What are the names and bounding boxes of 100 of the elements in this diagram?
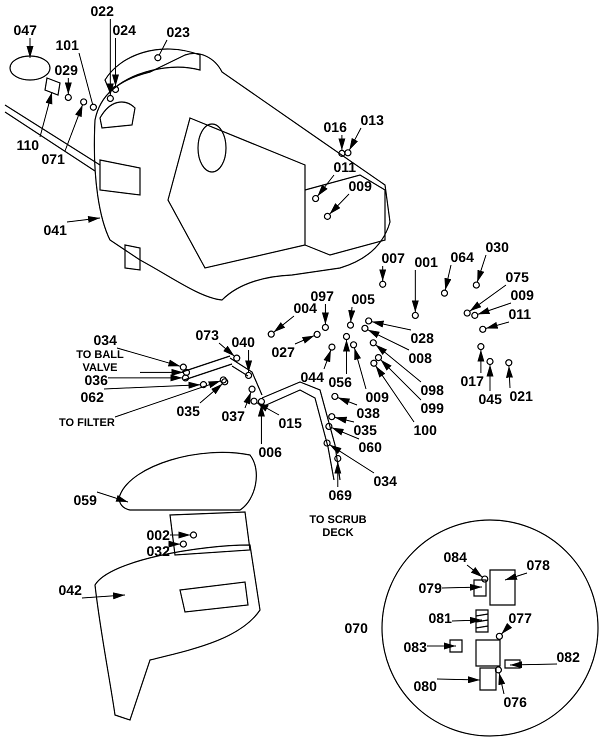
small-part-drawing <box>90 104 97 111</box>
leader-line <box>82 592 126 600</box>
callout-number: 100 <box>414 422 437 438</box>
leader-line <box>466 564 483 578</box>
callout-number: 041 <box>44 222 67 238</box>
callout-number: 029 <box>54 62 78 78</box>
small-part-drawing <box>221 378 228 386</box>
leader-line <box>170 532 191 538</box>
leader-line <box>245 350 252 373</box>
small-part-drawing <box>328 413 336 420</box>
leader-line <box>348 128 362 151</box>
callout-number: 017 <box>460 373 484 389</box>
small-part-drawing <box>494 666 502 674</box>
callout-number: 044 <box>300 369 324 385</box>
callout-number: 032 <box>146 543 170 559</box>
small-part-drawing <box>365 317 372 325</box>
leader-line <box>442 584 482 591</box>
leader-line <box>64 104 84 152</box>
leader-line <box>26 38 34 58</box>
leader-line <box>66 216 100 223</box>
small-part-drawing <box>248 386 256 393</box>
callout-number: 071 <box>42 151 65 167</box>
callout-number: 070 <box>344 620 368 636</box>
leader-line <box>476 254 486 283</box>
small-part-drawing <box>334 454 342 462</box>
small-part-drawing <box>342 332 350 340</box>
callout-number: 024 <box>112 22 136 38</box>
leader-line <box>168 540 181 548</box>
callout-number: 015 <box>278 415 302 431</box>
small-part-drawing <box>486 358 494 366</box>
leader-line <box>338 134 346 151</box>
bracket-drawing <box>504 659 521 669</box>
leader-line <box>78 52 94 105</box>
small-part-drawing <box>477 343 484 350</box>
small-part-drawing <box>361 324 369 332</box>
leader-line <box>329 194 350 215</box>
leader-line <box>334 416 354 424</box>
callout-number: 035 <box>176 403 200 419</box>
leader-line <box>158 40 168 56</box>
callout-number: 022 <box>90 3 114 19</box>
leader-line <box>322 304 329 325</box>
small-part-drawing <box>350 341 358 348</box>
small-part-drawing <box>472 281 480 289</box>
callout-number: 016 <box>324 119 347 135</box>
leader-line <box>112 38 119 87</box>
leader-line <box>380 359 422 400</box>
small-part-drawing <box>244 372 252 380</box>
leader-line <box>477 302 512 315</box>
callout-number: 009 <box>348 178 372 194</box>
callout-number: 037 <box>222 408 245 424</box>
callout-number: 005 <box>352 291 375 307</box>
callout-number: 075 <box>506 269 529 285</box>
leader-line <box>334 461 342 488</box>
leader-line <box>486 364 494 392</box>
leader-line <box>485 322 510 329</box>
callout-number: 047 <box>14 22 37 38</box>
small-part-drawing <box>412 312 419 320</box>
small-part-drawing <box>314 330 321 338</box>
callout-number: 007 <box>382 250 405 266</box>
callout-number: 038 <box>356 405 380 421</box>
bracket-drawing <box>449 639 463 653</box>
callout-number: 060 <box>358 439 382 455</box>
small-part-drawing <box>344 149 352 156</box>
callout-number: 002 <box>146 527 170 543</box>
leader-line <box>510 661 558 668</box>
callout-number: 081 <box>428 610 452 626</box>
callout-number: 009 <box>366 389 389 405</box>
callout-number: 056 <box>328 374 352 390</box>
leader-line <box>375 365 414 422</box>
small-part-drawing <box>440 290 448 297</box>
leader-line <box>273 316 294 333</box>
leader-line <box>500 622 512 635</box>
callout-number: 110 <box>16 137 40 153</box>
small-part-drawing <box>328 343 336 351</box>
small-part-drawing <box>80 98 88 106</box>
small-part-drawing <box>325 422 332 430</box>
leader-line <box>140 368 184 376</box>
callout-number: 011 <box>508 306 532 322</box>
small-part-drawing <box>182 368 190 376</box>
callout-number: 028 <box>410 330 434 346</box>
flow-note: TO FILTER <box>59 416 115 430</box>
small-part-drawing <box>464 309 471 317</box>
callout-number: 080 <box>414 678 437 694</box>
leader-line <box>317 174 334 197</box>
small-part-drawing <box>180 540 187 548</box>
callout-number: 077 <box>508 610 532 626</box>
leader-line <box>258 404 265 444</box>
shroud-drawing <box>94 544 261 721</box>
callout-number: 099 <box>420 400 444 416</box>
callout-number: 027 <box>272 344 295 360</box>
small-part-drawing <box>374 354 382 362</box>
leader-line <box>477 349 484 374</box>
flow-note: TO SCRUB DECK <box>308 514 368 540</box>
leader-line <box>343 339 350 374</box>
small-part-drawing <box>154 54 162 62</box>
small-part-drawing <box>370 339 377 346</box>
small-part-drawing <box>346 322 354 329</box>
small-part-drawing <box>479 326 486 333</box>
small-part-drawing <box>338 150 346 157</box>
callout-number: 013 <box>360 112 384 128</box>
